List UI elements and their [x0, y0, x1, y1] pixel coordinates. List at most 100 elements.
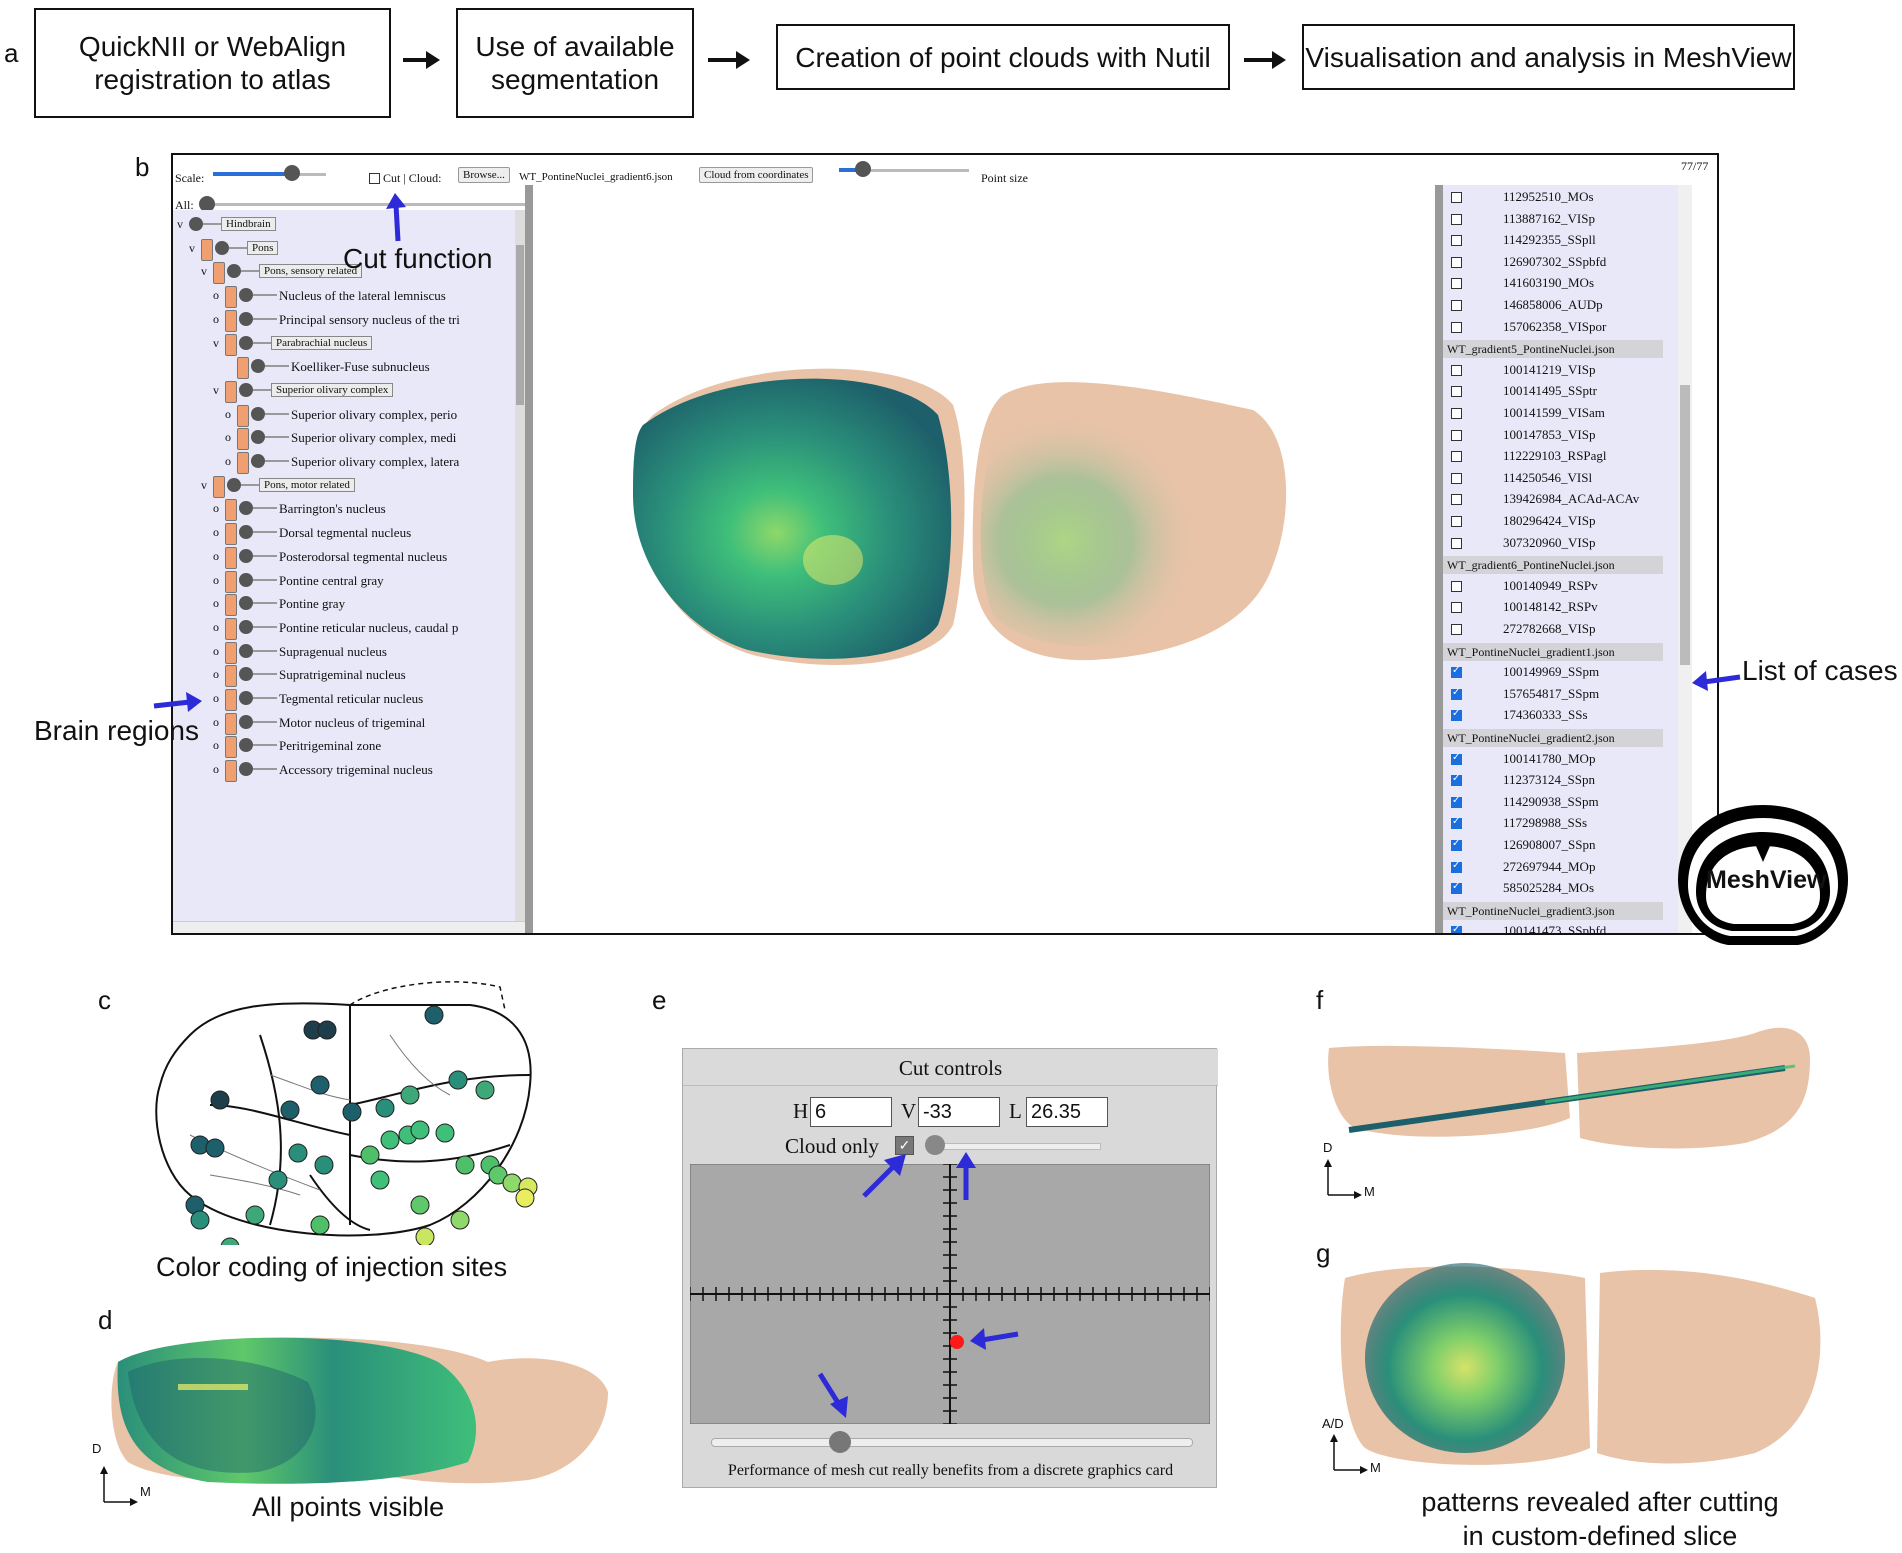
case-checkbox[interactable]: [1451, 624, 1462, 635]
cut-plane-canvas[interactable]: [690, 1164, 1210, 1424]
opacity-slider-knob[interactable]: [251, 406, 265, 421]
opacity-slider-track[interactable]: [253, 578, 277, 581]
region-color-swatch[interactable]: [225, 689, 237, 711]
cut-depth-slider-track[interactable]: [929, 1143, 1101, 1150]
region-color-swatch[interactable]: [225, 523, 237, 546]
opacity-slider-knob[interactable]: [239, 667, 253, 682]
tree-scrollbar[interactable]: [515, 210, 525, 933]
leaf-marker[interactable]: o: [213, 311, 219, 326]
region-color-swatch[interactable]: [225, 641, 237, 664]
opacity-slider-track[interactable]: [253, 317, 277, 320]
viewer-divider-left[interactable]: [525, 185, 533, 933]
case-checkbox[interactable]: [1451, 537, 1462, 549]
opacity-slider-track[interactable]: [265, 436, 289, 439]
cut-depth-slider-knob[interactable]: [925, 1135, 945, 1155]
opacity-slider-knob[interactable]: [239, 382, 253, 397]
case-checkbox[interactable]: [1451, 687, 1462, 700]
case-checkbox[interactable]: [1451, 451, 1462, 463]
opacity-slider-knob[interactable]: [239, 714, 253, 729]
case-checkbox[interactable]: [1451, 300, 1462, 311]
leaf-marker[interactable]: o: [213, 714, 219, 729]
expand-toggle[interactable]: v: [189, 240, 195, 255]
case-checkbox[interactable]: [1451, 881, 1462, 895]
case-checkbox[interactable]: [1451, 752, 1462, 765]
leaf-marker[interactable]: o: [213, 525, 219, 540]
region-color-swatch[interactable]: [225, 665, 237, 688]
case-scrollbar-thumb[interactable]: [1680, 385, 1690, 665]
opacity-slider-track[interactable]: [253, 602, 277, 605]
tree-hscroll[interactable]: [173, 921, 525, 933]
opacity-slider-track[interactable]: [265, 412, 289, 415]
region-color-swatch[interactable]: [225, 499, 237, 522]
case-checkbox[interactable]: [1451, 494, 1462, 506]
expand-toggle[interactable]: v: [213, 335, 219, 350]
expand-toggle[interactable]: v: [177, 217, 183, 231]
opacity-slider-knob[interactable]: [239, 619, 253, 634]
tree-scrollbar-thumb[interactable]: [516, 245, 524, 405]
opacity-slider-knob[interactable]: [227, 264, 241, 279]
case-checkbox[interactable]: [1451, 665, 1462, 679]
opacity-slider-track[interactable]: [253, 768, 277, 771]
leaf-marker[interactable]: o: [213, 288, 219, 303]
leaf-marker[interactable]: o: [213, 691, 219, 705]
opacity-slider-knob[interactable]: [251, 359, 265, 374]
region-color-swatch[interactable]: [237, 428, 249, 451]
region-color-swatch[interactable]: [225, 286, 237, 309]
region-color-swatch[interactable]: [225, 712, 237, 735]
3d-point-cloud-view[interactable]: [533, 185, 1435, 935]
case-checkbox[interactable]: [1451, 408, 1462, 419]
l-input[interactable]: 26.35: [1026, 1097, 1108, 1127]
region-color-swatch[interactable]: [201, 238, 213, 261]
point-size-slider-track[interactable]: [839, 169, 969, 172]
case-checkbox[interactable]: [1451, 192, 1462, 203]
leaf-marker[interactable]: o: [225, 430, 231, 445]
opacity-slider-track[interactable]: [241, 270, 265, 273]
case-checkbox[interactable]: [1451, 213, 1462, 225]
opacity-slider-track[interactable]: [253, 554, 277, 557]
expand-toggle[interactable]: v: [201, 264, 207, 279]
case-checkbox[interactable]: [1451, 386, 1462, 398]
opacity-slider-knob[interactable]: [227, 477, 241, 492]
cut-angle-slider-knob[interactable]: [829, 1431, 851, 1453]
opacity-slider-track[interactable]: [253, 294, 277, 297]
opacity-slider-knob[interactable]: [239, 596, 253, 611]
scale-slider-knob[interactable]: [284, 165, 300, 181]
case-checkbox[interactable]: [1451, 256, 1462, 268]
opacity-slider-track[interactable]: [265, 460, 289, 462]
region-color-swatch[interactable]: [237, 357, 249, 380]
opacity-slider-track[interactable]: [253, 341, 277, 344]
region-color-swatch[interactable]: [237, 452, 249, 474]
case-checkbox[interactable]: [1451, 924, 1462, 933]
point-size-slider-knob[interactable]: [855, 161, 871, 177]
case-checkbox[interactable]: [1451, 472, 1462, 484]
opacity-slider-knob[interactable]: [239, 311, 253, 326]
region-color-swatch[interactable]: [225, 333, 237, 356]
opacity-slider-track[interactable]: [253, 531, 277, 534]
opacity-slider-knob[interactable]: [239, 335, 253, 350]
browse-button[interactable]: Browse...: [458, 167, 510, 183]
leaf-marker[interactable]: o: [225, 406, 231, 421]
opacity-slider-knob[interactable]: [239, 643, 253, 658]
region-color-swatch[interactable]: [225, 617, 237, 640]
case-checkbox[interactable]: [1451, 321, 1462, 333]
region-color-swatch[interactable]: [225, 309, 237, 332]
region-color-swatch[interactable]: [225, 570, 237, 593]
